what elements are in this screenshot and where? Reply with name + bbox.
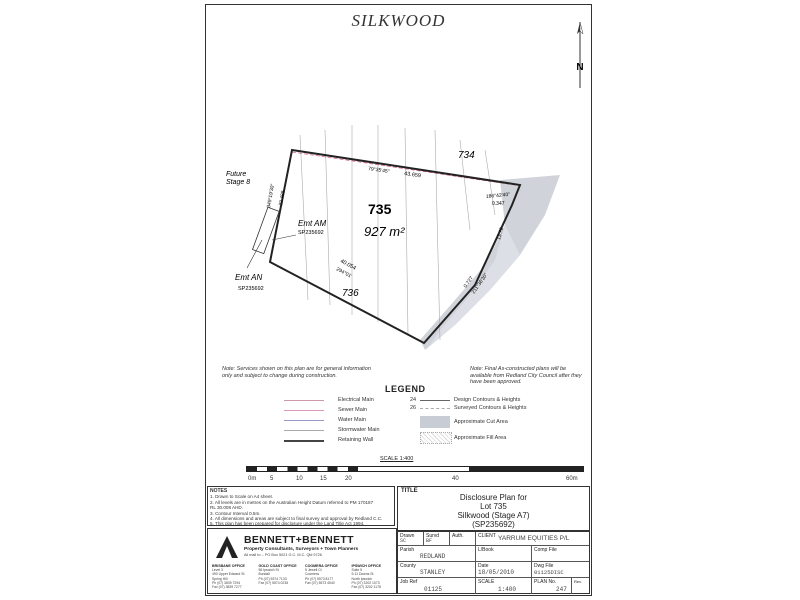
right-length: 0.347 xyxy=(492,201,505,207)
office-brisbane: BRISBANE OFFICE Level 3 490 Upper Edward… xyxy=(212,564,245,590)
legend-retaining-line xyxy=(284,440,324,442)
legend-water: Water Main xyxy=(338,417,366,423)
notes-box: NOTES 1. Drawn to Scale on A4 sheet. 2. … xyxy=(207,486,395,526)
right2-length: 13.72 xyxy=(496,227,505,241)
top-bearing: 79°35'45" xyxy=(368,166,390,175)
client-cell: CLIENT YARRUM EQUITIES P/L xyxy=(476,532,589,546)
title-heading: TITLE xyxy=(401,488,418,494)
services-note: Note: Services shown on this plan are fo… xyxy=(222,366,371,379)
lot-736-label: 736 xyxy=(342,288,359,299)
notes-heading: NOTES xyxy=(210,488,228,494)
legend-design-contours: Design Contours & Heights xyxy=(454,397,521,403)
legend-cut: Approximate Cut Area xyxy=(454,419,508,425)
scale-tick-10: 10 xyxy=(296,476,303,482)
scale-tick-15: 15 xyxy=(320,476,327,482)
legend-water-line xyxy=(284,420,324,421)
firm-address: All mail to :- PO Box 5021 G.C. M.C. Qld… xyxy=(244,553,322,557)
note-line: 3. Contour Interval 0.5m. xyxy=(210,510,261,516)
office-coomera: COOMERA OFFICE 5 Jewell Ct Coomera Ph (0… xyxy=(305,564,338,585)
offices: BRISBANE OFFICE Level 3 490 Upper Edward… xyxy=(212,564,394,589)
firm-name: BENNETT+BENNETT xyxy=(244,534,354,546)
easement-am xyxy=(251,206,280,255)
legend-sewer: Sewer Main xyxy=(338,407,368,413)
auth-cell: Auth. xyxy=(450,532,476,546)
note-line: 5. This plan has been prepared for discl… xyxy=(210,521,365,527)
left-bearing: 349°19'30" xyxy=(266,183,276,208)
bennett-logo-icon xyxy=(216,536,238,558)
plan-no-cell: PLAN No.247 xyxy=(532,578,572,594)
north-arrow-icon: N xyxy=(576,21,584,88)
legend-fill: Approximate Fill Area xyxy=(454,435,507,441)
note-line: RL 30.008 AHD. xyxy=(210,505,244,511)
plan-sheet: SILKWOOD xyxy=(205,4,592,596)
asconstructed-note: Note: Final As-constructed plans will be… xyxy=(470,366,582,385)
legend-stormwater-line xyxy=(284,430,324,431)
title-line-3: Silkwood (Stage A7) xyxy=(457,511,530,520)
lot-number: 735 xyxy=(368,201,392,217)
north-label: N xyxy=(576,62,583,73)
scale-tick-20: 20 xyxy=(345,476,352,482)
legend-stormwater: Stormwater Main xyxy=(338,427,380,433)
firm-subtitle: Property Consultants, Surveyors + Town P… xyxy=(244,547,359,552)
legend-title: LEGEND xyxy=(385,384,426,394)
lot-734-label: 734 xyxy=(458,150,475,161)
firm-block: BENNETT+BENNETT Property Consultants, Su… xyxy=(207,528,397,594)
emt-an-label: Emt AN xyxy=(235,273,262,282)
legend-surveyed-contours: Surveyed Contours & Heights xyxy=(454,405,527,411)
title-line-4: (SP235692) xyxy=(472,520,515,529)
comp-file-cell: Comp File xyxy=(532,546,589,562)
office-gold-coast: GOLD COAST OFFICE 56 Ipswich St Bundall … xyxy=(258,564,297,585)
emt-an-ref: SP235692 xyxy=(238,286,264,292)
emt-am-label: Emt AM xyxy=(298,219,326,228)
legend-electrical-line xyxy=(284,400,324,401)
note-line: 2. All levels are in metres on the Austr… xyxy=(210,499,374,505)
legend-cut-swatch xyxy=(420,416,450,428)
left-length: 22.488 xyxy=(278,190,287,206)
cut-area-edge xyxy=(430,225,520,345)
plan-title: SILKWOOD xyxy=(351,11,446,30)
scale-bar xyxy=(246,466,584,472)
legend-surveyed-contour-value: 26 xyxy=(410,405,417,411)
lbook-cell: L/Book xyxy=(476,546,532,562)
scale-tick-0: 0m xyxy=(248,476,257,482)
scale-tick-5: 5 xyxy=(270,476,274,482)
lot-area: 927 m² xyxy=(364,224,405,239)
legend-sewer-line xyxy=(284,410,324,411)
scale-tick-60: 60m xyxy=(566,476,578,482)
title-line-2: Lot 735 xyxy=(480,502,507,511)
note-line: 1. Drawn to Scale on A4 sheet. xyxy=(210,494,274,500)
top-length: 43.659 xyxy=(404,171,421,179)
rev-cell: Rev. xyxy=(574,579,582,584)
legend-surveyed-contour-line xyxy=(420,408,450,409)
legend-fill-swatch xyxy=(420,432,452,444)
legend-design-contour-value: 24 xyxy=(410,397,417,403)
legend-electrical: Electrical Main xyxy=(338,397,374,403)
legend-retaining: Retaining Wall xyxy=(338,437,374,443)
title-line-1: Disclosure Plan for xyxy=(459,493,528,502)
scale-tick-40: 40 xyxy=(452,476,459,482)
emt-am-ref: SP235692 xyxy=(298,230,324,236)
right-bearing: 186°42'40" xyxy=(486,192,511,200)
scale-label: SCALE 1:400 xyxy=(380,456,414,462)
note-line: 4. All dimensions and areas are subject … xyxy=(210,516,383,522)
legend-design-contour-line xyxy=(420,400,450,401)
lot-735-boundary xyxy=(268,148,522,345)
office-ipswich: IPSWICH OFFICE Suite 5 9-11 Downs St Nor… xyxy=(351,564,382,590)
title-block: TITLE Disclosure Plan for Lot 735 Silkwo… xyxy=(397,486,590,531)
